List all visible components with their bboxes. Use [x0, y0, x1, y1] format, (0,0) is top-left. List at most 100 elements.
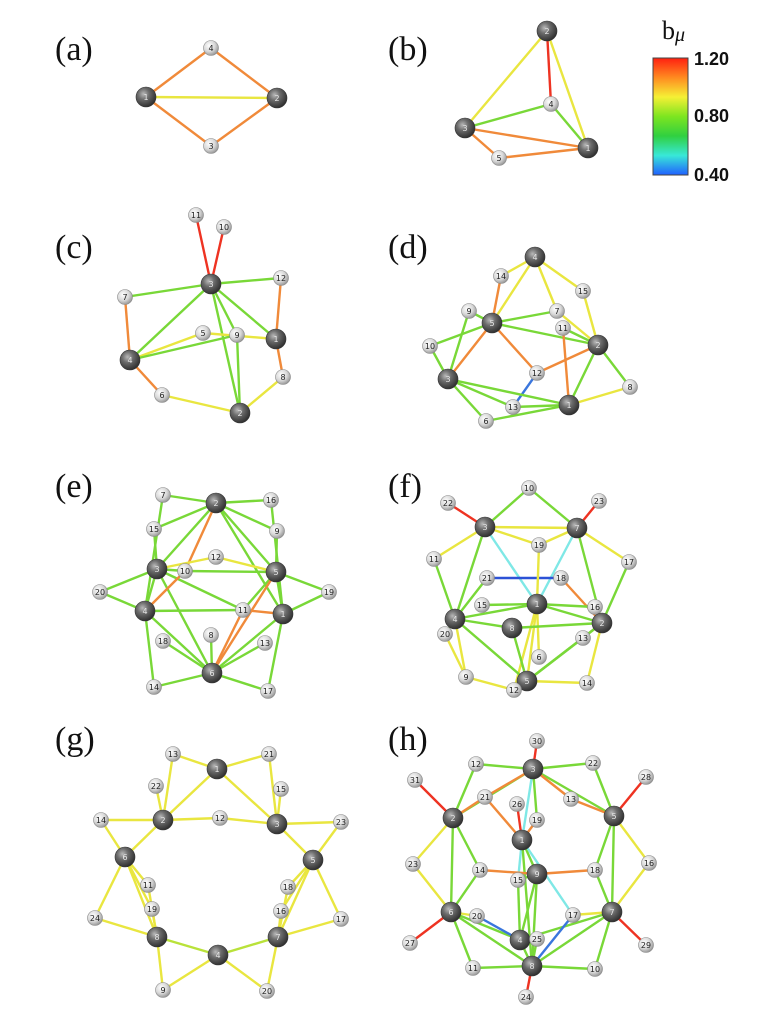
bond-edge-11-1: [561, 326, 571, 407]
dark-atom-1: [272, 603, 294, 625]
bond-edge-2-15: [152, 501, 218, 531]
dark-atom-5: [481, 312, 503, 334]
dark-atom-3: [200, 273, 222, 295]
light-atom-22: [585, 755, 601, 771]
atom-number: 14: [496, 272, 506, 281]
bond-edge-16-1: [269, 498, 285, 616]
light-atom-25: [529, 931, 545, 947]
bond-edge-1-17: [520, 838, 575, 917]
atom-number: 11: [238, 606, 248, 615]
dark-atom-2: [536, 20, 558, 42]
atom-number: 13: [578, 634, 588, 643]
atom-number: 11: [558, 324, 568, 333]
dark-atom-1: [526, 593, 548, 615]
light-atom-8: [275, 369, 291, 385]
panel-label: (f): [388, 468, 422, 505]
atom-number: 16: [644, 859, 654, 868]
atom-number: 14: [96, 816, 106, 825]
light-atom-19: [144, 901, 160, 917]
light-atom-13: [165, 746, 181, 762]
atom-number: 8: [627, 383, 632, 392]
light-atom-5: [491, 150, 507, 166]
atom-number: 8: [280, 373, 285, 382]
light-atom-19: [321, 584, 337, 600]
bond-edge-4-5: [128, 331, 205, 362]
dark-atom-8: [501, 617, 523, 639]
atom-number: 5: [273, 568, 278, 577]
bond-edge-2-9: [214, 501, 279, 533]
bond-edge-4-6: [143, 609, 214, 675]
bond-edge-1-5: [497, 146, 590, 160]
light-atom-13: [505, 399, 521, 415]
bond-edge-4-5: [453, 617, 529, 683]
bond-edge-1-4: [144, 46, 213, 99]
atom-number: 7: [275, 933, 280, 942]
dark-atom-2: [152, 809, 174, 831]
bond-edge-2-4: [545, 29, 553, 106]
atom-number: 4: [517, 936, 522, 945]
bond-edge-8-2: [510, 621, 604, 630]
light-atom-12: [273, 270, 289, 286]
bond-edge-11-6: [210, 608, 245, 675]
dark-atom-5: [302, 849, 324, 871]
bond-edge-2-3: [155, 501, 218, 571]
atom-number: 20: [262, 987, 272, 996]
atom-number: 17: [336, 915, 346, 924]
atom-number: 14: [475, 866, 485, 875]
atom-number: 20: [95, 588, 105, 597]
light-atom-22: [440, 495, 456, 511]
light-atom-31: [407, 772, 423, 788]
dark-atom-9: [526, 863, 548, 885]
bond-edge-3-1: [446, 377, 571, 407]
bond-edge-2-3: [463, 29, 549, 130]
atom-number: 19: [324, 588, 334, 597]
bond-edge-6-4: [449, 910, 522, 942]
bond-edge-2-1: [545, 29, 590, 150]
atom-number: 13: [508, 403, 518, 412]
atom-number: 1: [280, 610, 285, 619]
light-atom-14: [93, 812, 109, 828]
light-atom-16: [273, 903, 289, 919]
atom-number: 17: [624, 558, 634, 567]
dark-atom-1: [558, 394, 580, 416]
atom-number: 4: [452, 615, 457, 624]
atom-number: 3: [274, 820, 279, 829]
atom-number: 10: [219, 223, 229, 232]
dark-atom-2: [591, 612, 613, 634]
light-atom-11: [555, 320, 571, 336]
light-atom-21: [261, 746, 277, 762]
atom-number: 24: [90, 914, 100, 923]
atom-number: 3: [445, 375, 450, 384]
colorbar: bμ 1.20 0.80 0.40: [652, 16, 729, 185]
atom-number: 6: [122, 853, 127, 862]
atom-number: 10: [590, 965, 600, 974]
bond-edge-3-1: [483, 525, 539, 606]
atom-number: 8: [208, 631, 213, 640]
dark-atom-1: [577, 137, 599, 159]
bond-edge-2-5: [214, 501, 278, 574]
atom-number: 3: [462, 124, 467, 133]
bond-edge-5-3: [446, 321, 494, 381]
atom-number: 12: [509, 686, 519, 695]
colorbar-tick-min: 0.40: [694, 165, 729, 185]
atom-number: 16: [266, 496, 276, 505]
bond-edge-3-23: [275, 820, 343, 826]
atom-number: 4: [127, 356, 132, 365]
atom-number: 9: [534, 870, 539, 879]
bond-edge-1-2: [144, 95, 279, 100]
bond-edge-3-2: [209, 96, 279, 148]
bond-edge-4-5: [490, 255, 537, 325]
light-atom-3: [203, 138, 219, 154]
bond-edge-21-3: [267, 752, 279, 826]
atom-number: 15: [477, 601, 487, 610]
atom-number: 22: [151, 782, 161, 791]
atom-number: 12: [211, 553, 221, 562]
atom-number: 9: [463, 673, 468, 682]
atom-number: 13: [566, 795, 576, 804]
atom-number: 3: [530, 765, 535, 774]
